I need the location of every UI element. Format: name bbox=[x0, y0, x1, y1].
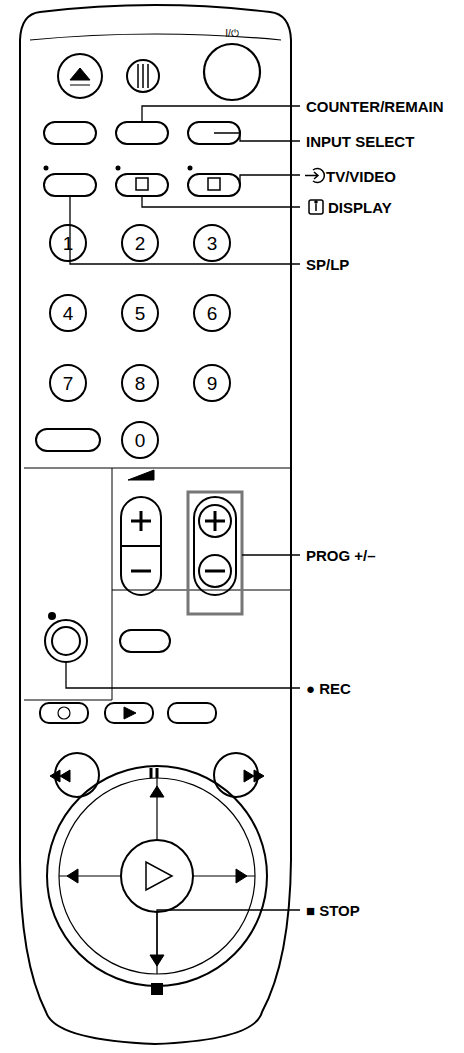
callout-label: TV/VIDEO bbox=[326, 169, 396, 184]
button-number: 5 bbox=[135, 304, 146, 323]
callout-label: INPUT SELECT bbox=[306, 134, 414, 149]
button-number: 4 bbox=[63, 304, 74, 323]
button-number: 6 bbox=[207, 304, 218, 323]
power-label: I/⏻ bbox=[225, 29, 239, 39]
callout-label: ● REC bbox=[306, 681, 351, 696]
remote-body bbox=[20, 5, 291, 1044]
button-number: 7 bbox=[63, 374, 74, 393]
button-number: 2 bbox=[135, 234, 146, 253]
callout-label: SP/LP bbox=[306, 257, 349, 272]
button-number: 9 bbox=[207, 374, 218, 393]
button-number: 8 bbox=[135, 374, 146, 393]
button-number: 1 bbox=[63, 234, 74, 253]
callout-label: COUNTER/REMAIN bbox=[306, 99, 444, 114]
callout-label: ■ STOP bbox=[306, 903, 360, 918]
button-number: 0 bbox=[135, 431, 146, 450]
button-number: 3 bbox=[207, 234, 218, 253]
callout-label: DISPLAY bbox=[328, 200, 392, 215]
callout-label: PROG +/– bbox=[306, 548, 376, 563]
